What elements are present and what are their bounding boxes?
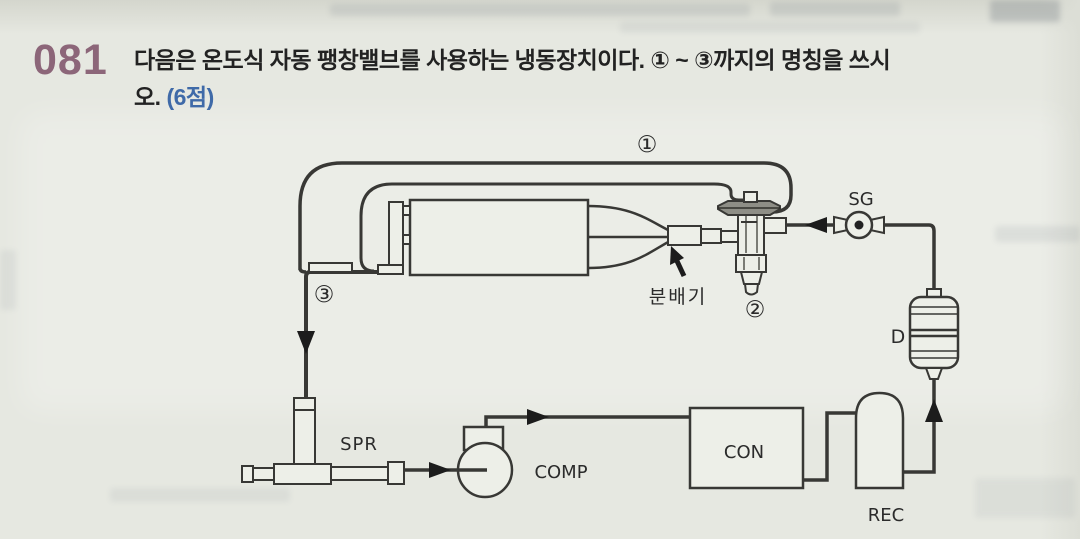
flow-arrow-down-suction	[297, 331, 315, 354]
header-stub-top	[402, 205, 411, 216]
points-label: (6점)	[166, 84, 214, 110]
compressor	[456, 425, 514, 499]
spr-right-fitting	[387, 461, 405, 485]
valve-inlet-fitting	[720, 230, 739, 243]
label-condenser: CON	[724, 442, 764, 463]
drier	[908, 288, 960, 380]
liquid-line-sg	[786, 223, 936, 291]
flow-arrow-right-suction	[429, 462, 451, 478]
spr-assembly	[241, 397, 405, 485]
flow-arrow-right-discharge	[527, 409, 549, 425]
evaporator-header-foot	[377, 264, 404, 275]
condenser-outlet-pipe	[803, 411, 858, 482]
expansion-valve	[717, 191, 787, 296]
question-text: 다음은 온도식 자동 팽창밸브를 사용하는 냉동장치이다. ① ~ ③까지의 명…	[134, 42, 1034, 116]
valve-adjust-nut	[739, 271, 764, 285]
evaporator-header-plate	[388, 201, 404, 267]
sg-dot	[854, 220, 864, 230]
distributor-callout-arrow	[670, 246, 687, 278]
question-line1: 다음은 온도식 자동 팽창밸브를 사용하는 냉동장치이다. ① ~ ③까지의 명…	[134, 47, 891, 73]
evaporator	[408, 198, 590, 277]
label-compressor: COMP	[534, 462, 587, 483]
spr-vertical-body	[293, 397, 316, 467]
sensing-bulb-capillary-pipe	[298, 161, 793, 274]
distributor-body	[667, 225, 702, 246]
question-line2: 오. (6점)	[134, 84, 214, 110]
label-distributor: 분배기	[649, 286, 707, 308]
spr-right-pipe	[330, 466, 389, 481]
drier-bands	[909, 306, 959, 359]
distributor-tube-bottom	[587, 239, 671, 270]
flow-arrow-up-to-drier	[925, 399, 943, 422]
discharge-pipe	[484, 415, 690, 429]
spr-left-cap	[241, 465, 254, 483]
valve-body	[737, 212, 765, 256]
label-drier: D	[891, 326, 906, 348]
distributor-tube-top	[587, 204, 671, 233]
question-number: 081	[33, 36, 108, 84]
spr-left-pipe	[251, 467, 275, 481]
condenser	[688, 406, 805, 490]
drier-bottom-fitting	[924, 367, 944, 380]
valve-top-knob	[743, 191, 758, 203]
receiver-outlet-pipe	[902, 376, 936, 474]
flow-arrow-left-to-valve	[805, 217, 827, 233]
label-sight-glass: SG	[848, 189, 873, 210]
label-spr: SPR	[340, 434, 378, 455]
valve-outlet-fitting	[763, 217, 787, 234]
distributor-connector	[700, 228, 722, 244]
sight-glass	[833, 210, 885, 240]
valve-shoulder	[735, 254, 767, 273]
callout-3: ③	[314, 282, 335, 308]
callout-2: ②	[745, 297, 766, 323]
receiver	[854, 391, 905, 490]
header-stub-bottom	[402, 234, 411, 245]
sensing-bulb	[308, 262, 353, 273]
equalizer-pipe	[359, 182, 746, 273]
label-receiver: REC	[868, 505, 904, 526]
spr-tee-body	[273, 463, 332, 485]
valve-bottom-cap	[743, 283, 760, 296]
callout-1: ①	[637, 132, 658, 158]
